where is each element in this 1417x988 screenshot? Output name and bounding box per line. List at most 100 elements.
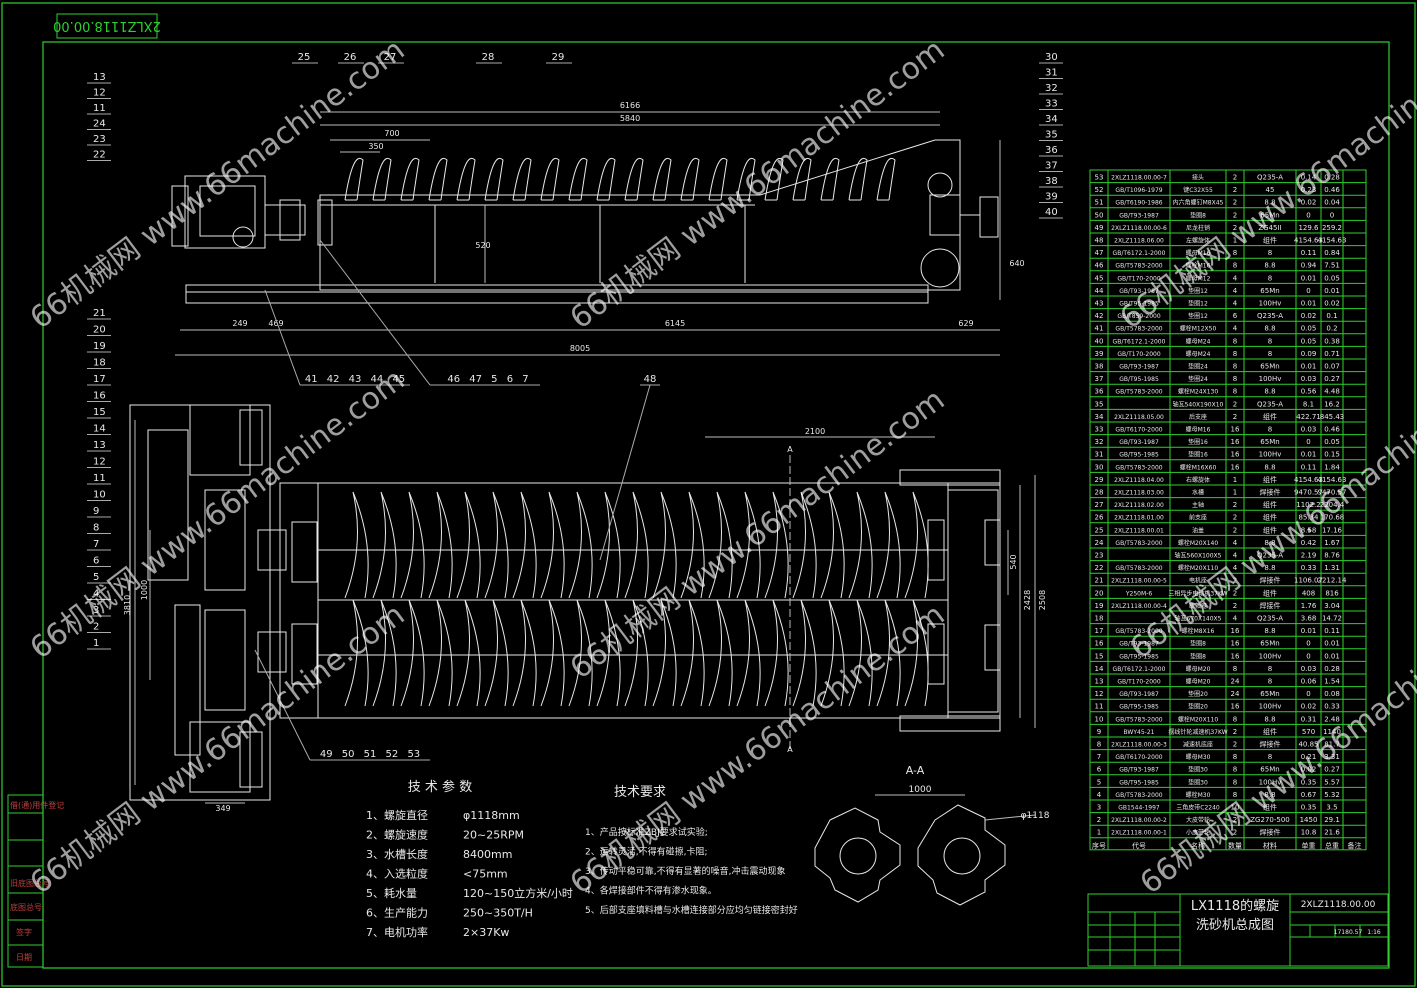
bom-cell: 组件 [1263, 500, 1277, 509]
bom-cell: GB/T95-1985 [1119, 301, 1159, 308]
bom-cell: 4 [1233, 564, 1238, 572]
watermark-text: 66机械网 www.66machine.com [24, 362, 411, 666]
bom-cell: 17 [1095, 627, 1104, 635]
bom-cell: GB/T95-1985 [1119, 779, 1159, 786]
bom-cell: 35 [1095, 400, 1104, 408]
bom-cell: 垫圈20 [1188, 690, 1208, 698]
bom-cell: 8.8 [1264, 539, 1275, 547]
dim-plan-left-w2: 1000 [140, 580, 149, 600]
tech-param-value: 120~150立方米/小时 [463, 886, 573, 900]
bom-cell: 摆线针轮减速机37KW [1168, 728, 1227, 736]
dim-plan-length: 2100 [805, 427, 825, 436]
bom-cell: 垫圈12 [1188, 312, 1208, 320]
callout-number: 4 [93, 589, 99, 600]
bom-cell: GB/T93-1987 [1119, 439, 1159, 446]
bom-cell: 大皮带轮 [1186, 816, 1210, 824]
bom-cell: 43 [1095, 300, 1104, 308]
bom-header-cell: 名称 [1191, 841, 1205, 850]
bom-cell: 3.5 [1326, 804, 1337, 812]
bom-header-cell: 总重 [1325, 841, 1339, 850]
bom-cell: 0 [1306, 652, 1310, 660]
bom-cell: 0 [1306, 690, 1310, 698]
callout-number: 12 [93, 457, 106, 468]
plan-flight [904, 599, 929, 707]
plan-flight [428, 599, 453, 707]
bom-cell: 8 [1268, 426, 1272, 434]
tech-param-value: 20~25RPM [463, 829, 524, 842]
bom-cell: 8.8 [1264, 791, 1275, 799]
bom-cell: 31 [1095, 451, 1104, 459]
bom-cell: 4154.63 [1294, 476, 1323, 484]
flight-stroke [764, 157, 784, 201]
bom-cell: 0.02 [1324, 300, 1340, 308]
callouts-bottom-3: 49 50 51 52 53 [320, 749, 420, 760]
bom-cell: 尼龙柱销 [1186, 224, 1210, 232]
bom-cell: 左螺旋体 [1186, 237, 1210, 245]
bom-cell: 46 [1095, 262, 1104, 270]
bom-cell: 垫圈24 [1188, 363, 1208, 371]
plan-flight [456, 491, 481, 599]
bom-cell: 螺栓M24X130 [1178, 388, 1219, 396]
bom-cell: 三相异步电动机37KW [1168, 589, 1227, 597]
bom-cell: 8 [1268, 665, 1272, 673]
bom-cell: 0.31 [1301, 715, 1317, 723]
callout-number: 24 [93, 119, 106, 130]
bom-cell: 三角皮带C2240 [1176, 804, 1220, 812]
callout-number: 32 [1045, 83, 1058, 94]
bom-cell: 小皮带轮 [1186, 829, 1210, 837]
bom-cell: ZG45II [1258, 224, 1281, 232]
dim-height: 520 [475, 241, 490, 250]
dim-end-height: 640 [1009, 259, 1024, 268]
bom-header-cell: 材料 [1263, 841, 1277, 850]
callout-number: 20 [93, 325, 106, 336]
plan-flight [372, 491, 397, 599]
bom-cell: 16 [1231, 463, 1240, 471]
bom-cell: 2 [1233, 211, 1237, 219]
bom-cell: 减速机底座 [1183, 741, 1213, 749]
bom-cell: 16 [1231, 426, 1240, 434]
side-stamp-column [7, 794, 44, 968]
tech-req-item: 2、运转灵活,不得有碰擦,卡阻; [585, 846, 707, 858]
callout-number: 3 [93, 605, 99, 616]
bom-cell: 3.04 [1324, 602, 1340, 610]
bom-cell: 29.1 [1324, 816, 1340, 824]
bom-cell: 0.35 [1301, 778, 1317, 786]
plan-flight [764, 599, 789, 707]
bom-cell: GB/T170-2000 [1117, 351, 1161, 358]
title-scale: 1:16 [1367, 929, 1381, 936]
flight-stroke [400, 157, 420, 201]
plan-flight [428, 491, 453, 599]
bom-cell: 8 [1233, 363, 1237, 371]
watermark-text: 66机械网 www.66machine.com [24, 32, 411, 336]
bom-cell: 100Hv [1259, 703, 1282, 711]
bom-cell: 8.8 [1264, 388, 1275, 396]
bom-cell: 4 [1233, 274, 1238, 282]
bom-cell: 0.01 [1324, 287, 1340, 295]
bom-cell: 2XLZ1118.00.00-6 [1111, 225, 1167, 232]
callout-number: 13 [93, 72, 106, 83]
bom-cell: 组件 [1263, 513, 1277, 522]
bom-cell: 16 [1231, 640, 1240, 648]
flight-stroke [820, 157, 840, 201]
callout-number: 38 [1045, 176, 1058, 187]
plan-flight [624, 599, 649, 707]
bom-cell: 2XLZ1118.00.01 [1114, 527, 1164, 534]
bom-cell: 8 [1233, 388, 1237, 396]
tech-req-item: 1、产品按标准ZBJ要求试实验; [585, 826, 708, 838]
bom-cell: 9470.57 [1294, 489, 1323, 497]
flight-stroke [512, 157, 532, 201]
bom-cell: GB/T6190-1986 [1115, 200, 1162, 207]
plan-flight [904, 491, 929, 599]
bom-cell: GB/T5783-2000 [1115, 565, 1162, 572]
bom-cell: 2212.14 [1318, 577, 1347, 585]
flight-stroke [344, 157, 364, 201]
bom-cell: 螺栓M20X140 [1178, 539, 1219, 547]
bom-cell: 8 [1233, 375, 1237, 383]
bom-cell: 570 [1302, 728, 1315, 736]
tech-params-title: 技 术 参 数 [408, 779, 472, 795]
bom-cell: 0.01 [1324, 640, 1340, 648]
tech-param-value: 250~350T/H [463, 907, 533, 920]
bom-cell: 0.01 [1301, 300, 1317, 308]
bom-cell: 65Mn [1260, 287, 1279, 295]
bom-cell: 50 [1095, 211, 1104, 219]
